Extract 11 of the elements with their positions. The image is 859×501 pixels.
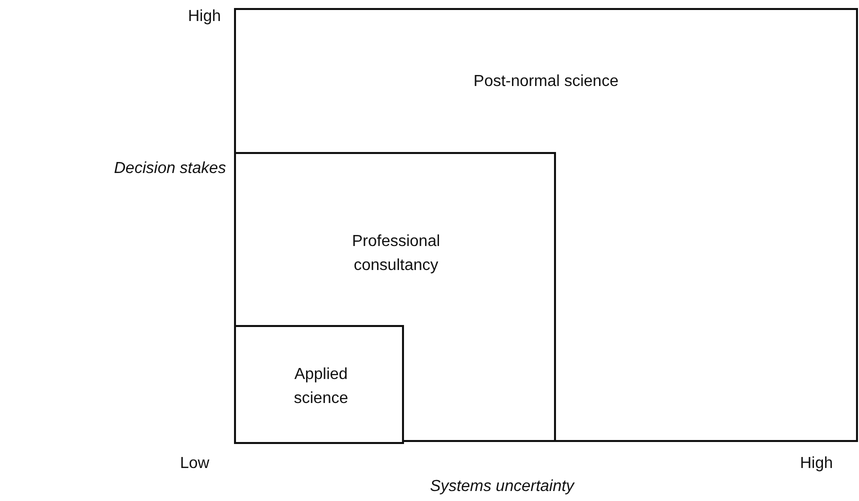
region-label: Post-normal science (472, 72, 620, 92)
axis-title: Decision stakes (114, 160, 226, 178)
axis-tick-label: Low (180, 455, 210, 473)
region-box (234, 152, 556, 442)
region-box (234, 325, 404, 444)
axis-tick-label: High (188, 8, 221, 26)
region-box (234, 8, 858, 442)
region-label: Applied science (292, 365, 350, 409)
region-label: Professional consultancy (350, 232, 442, 276)
axis-title: Systems uncertainty (430, 478, 574, 496)
axis-tick-label: High (800, 455, 833, 473)
